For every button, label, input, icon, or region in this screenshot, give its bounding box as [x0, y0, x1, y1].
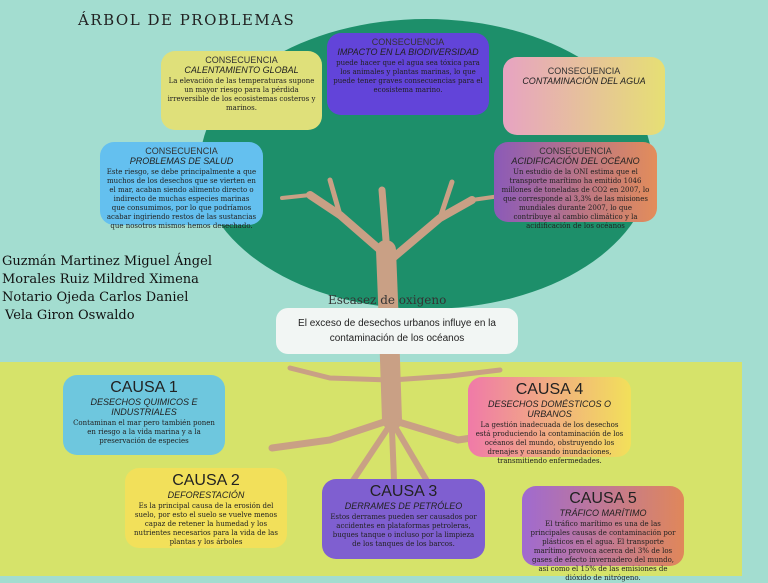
cause-label: CAUSA 4	[515, 381, 584, 398]
cause-label: CAUSA 5	[569, 490, 637, 507]
consequence-card: CONSECUENCIA CALENTAMIENTO GLOBAL La ele…	[161, 51, 322, 130]
authors-list: Guzmán Martinez Miguel Ángel Morales Rui…	[2, 253, 212, 325]
consequence-kicker: CONSECUENCIA	[205, 55, 278, 65]
root	[389, 367, 503, 383]
root	[268, 416, 394, 452]
cause-label: CAUSA 3	[369, 483, 438, 500]
consequence-body: La elevación de las temperaturas supone …	[167, 77, 316, 112]
author-name: Notario Ojeda Carlos Daniel	[2, 290, 189, 305]
page-title: ÁRBOL DE PROBLEMAS	[78, 11, 296, 29]
cause-body: Es la principal causa de la erosión del …	[134, 502, 278, 546]
author-name: Guzmán Martinez Miguel Ángel	[2, 254, 212, 269]
cause-title: DERRAMES DE PETRÓLEO	[344, 501, 463, 511]
consequence-title: CALENTAMIENTO GLOBAL	[184, 65, 299, 75]
consequence-kicker: CONSECUENCIA	[371, 37, 445, 47]
branch	[327, 177, 343, 218]
consequence-card: CONSECUENCIA CONTAMINACIÓN DEL AGUA	[503, 57, 665, 135]
branch	[437, 179, 455, 221]
consequence-body: Este riesgo, se debe principalmente a qu…	[106, 168, 257, 230]
cause-title: DESECHOS DOMÉSTICOS O URBANOS	[487, 399, 612, 419]
consequence-kicker: CONSECUENCIA	[547, 66, 621, 76]
cause-label: CAUSA 2	[172, 472, 240, 489]
branch	[306, 191, 390, 259]
consequence-kicker: CONSECUENCIA	[145, 146, 218, 156]
cause-title: TRÁFICO MARÍTIMO	[559, 508, 647, 518]
author-name: Morales Ruiz Mildred Ximena	[2, 272, 199, 287]
cause-card: CAUSA 5 TRÁFICO MARÍTIMO El tráfico marí…	[522, 486, 684, 582]
consequence-title: CONTAMINACIÓN DEL AGUA	[522, 76, 646, 86]
branch	[384, 196, 476, 266]
cause-card: CAUSA 1 DESECHOS QUIMICOS E INDUSTRIALES…	[63, 375, 225, 455]
cause-card: CAUSA 4 DESECHOS DOMÉSTICOS O URBANOS La…	[468, 377, 631, 465]
consequence-body: puede hacer que el agua sea tóxica para …	[333, 59, 483, 94]
cause-body: La gestión inadecuada de los desechos es…	[475, 421, 624, 465]
root	[287, 365, 393, 383]
consequence-body: Un estudio de la ONI estima que el trans…	[501, 168, 650, 230]
author-name: Vela Giron Oswaldo	[5, 308, 135, 323]
consequence-title: IMPACTO EN LA BIODIVERSIDAD	[337, 47, 479, 57]
cause-title: DEFORESTACIÓN	[167, 490, 245, 500]
consequence-title: ACIDIFICACIÓN DEL OCÉANO	[511, 156, 640, 166]
cause-card: CAUSA 3 DERRAMES DE PETRÓLEO Estos derra…	[322, 479, 485, 559]
consequence-kicker: CONSECUENCIA	[539, 146, 612, 156]
branch	[280, 193, 312, 200]
cause-card: CAUSA 2 DEFORESTACIÓN Es la principal ca…	[125, 468, 287, 548]
cause-body: Contaminan el mar pero también ponen en …	[73, 419, 215, 445]
consequence-card: CONSECUENCIA IMPACTO EN LA BIODIVERSIDAD…	[327, 33, 489, 115]
cause-label: CAUSA 1	[110, 379, 178, 396]
cause-title: DESECHOS QUIMICOS E INDUSTRIALES	[90, 397, 198, 417]
consequence-card: CONSECUENCIA ACIDIFICACIÓN DEL OCÉANO Un…	[494, 142, 657, 230]
consequence-title: PROBLEMAS DE SALUD	[129, 156, 234, 166]
cause-body: El tráfico marítimo es una de las princi…	[530, 520, 676, 582]
consequence-card: CONSECUENCIA PROBLEMAS DE SALUD Este rie…	[100, 142, 263, 230]
cause-body: Estos derrames pueden ser causados por a…	[330, 513, 477, 548]
central-problem: El exceso de desechos urbanos influye en…	[276, 308, 518, 354]
branch	[378, 186, 390, 244]
oxygen-label: Escasez de oxigeno	[328, 293, 447, 307]
